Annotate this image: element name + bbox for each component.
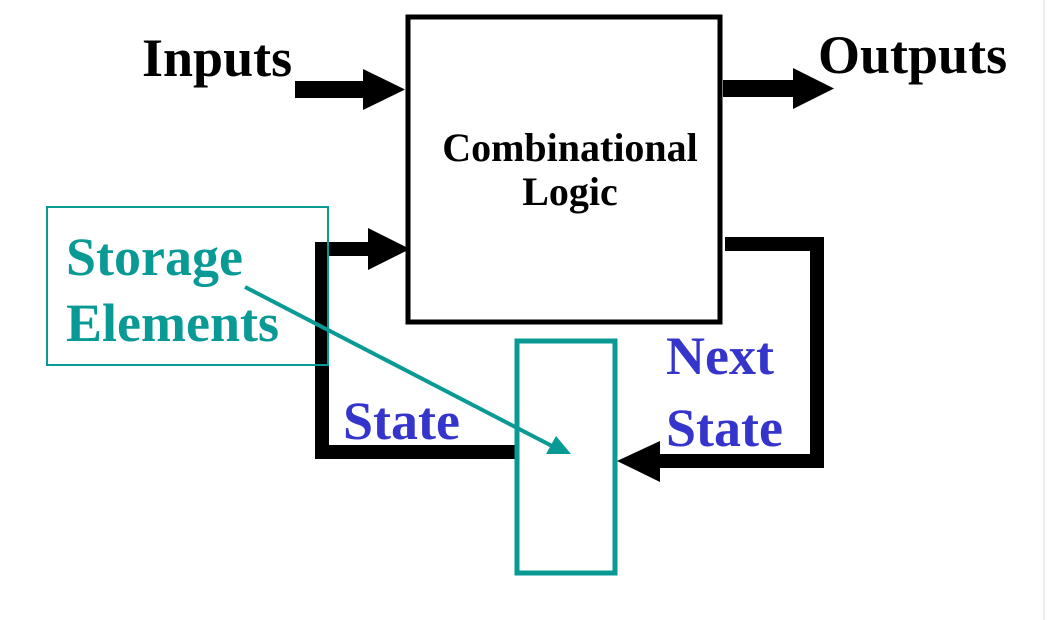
combinational-logic-box <box>405 14 723 325</box>
combinational-logic-line1: Combinational <box>442 125 698 170</box>
next-state-line2: State <box>666 398 783 458</box>
storage-elements-label: Storage Elements <box>66 230 279 350</box>
storage-element-box <box>514 338 618 576</box>
storage-pointer-arrow <box>244 285 571 454</box>
next-state-label: Next State <box>666 329 783 455</box>
storage-elements-line2: Elements <box>66 293 279 353</box>
combinational-logic-line2: Logic <box>522 169 618 214</box>
combinational-logic-label: Combinational Logic <box>414 128 738 212</box>
outputs-arrow <box>723 68 834 109</box>
inputs-arrow <box>295 69 405 110</box>
outputs-label: Outputs <box>818 25 1008 85</box>
storage-elements-callout-box <box>46 206 329 366</box>
next-state-path <box>617 237 824 482</box>
inputs-label: Inputs <box>142 28 293 88</box>
next-state-line1: Next <box>666 326 774 386</box>
storage-elements-line1: Storage <box>66 227 243 287</box>
state-path <box>315 228 518 459</box>
state-label: State <box>343 391 460 451</box>
